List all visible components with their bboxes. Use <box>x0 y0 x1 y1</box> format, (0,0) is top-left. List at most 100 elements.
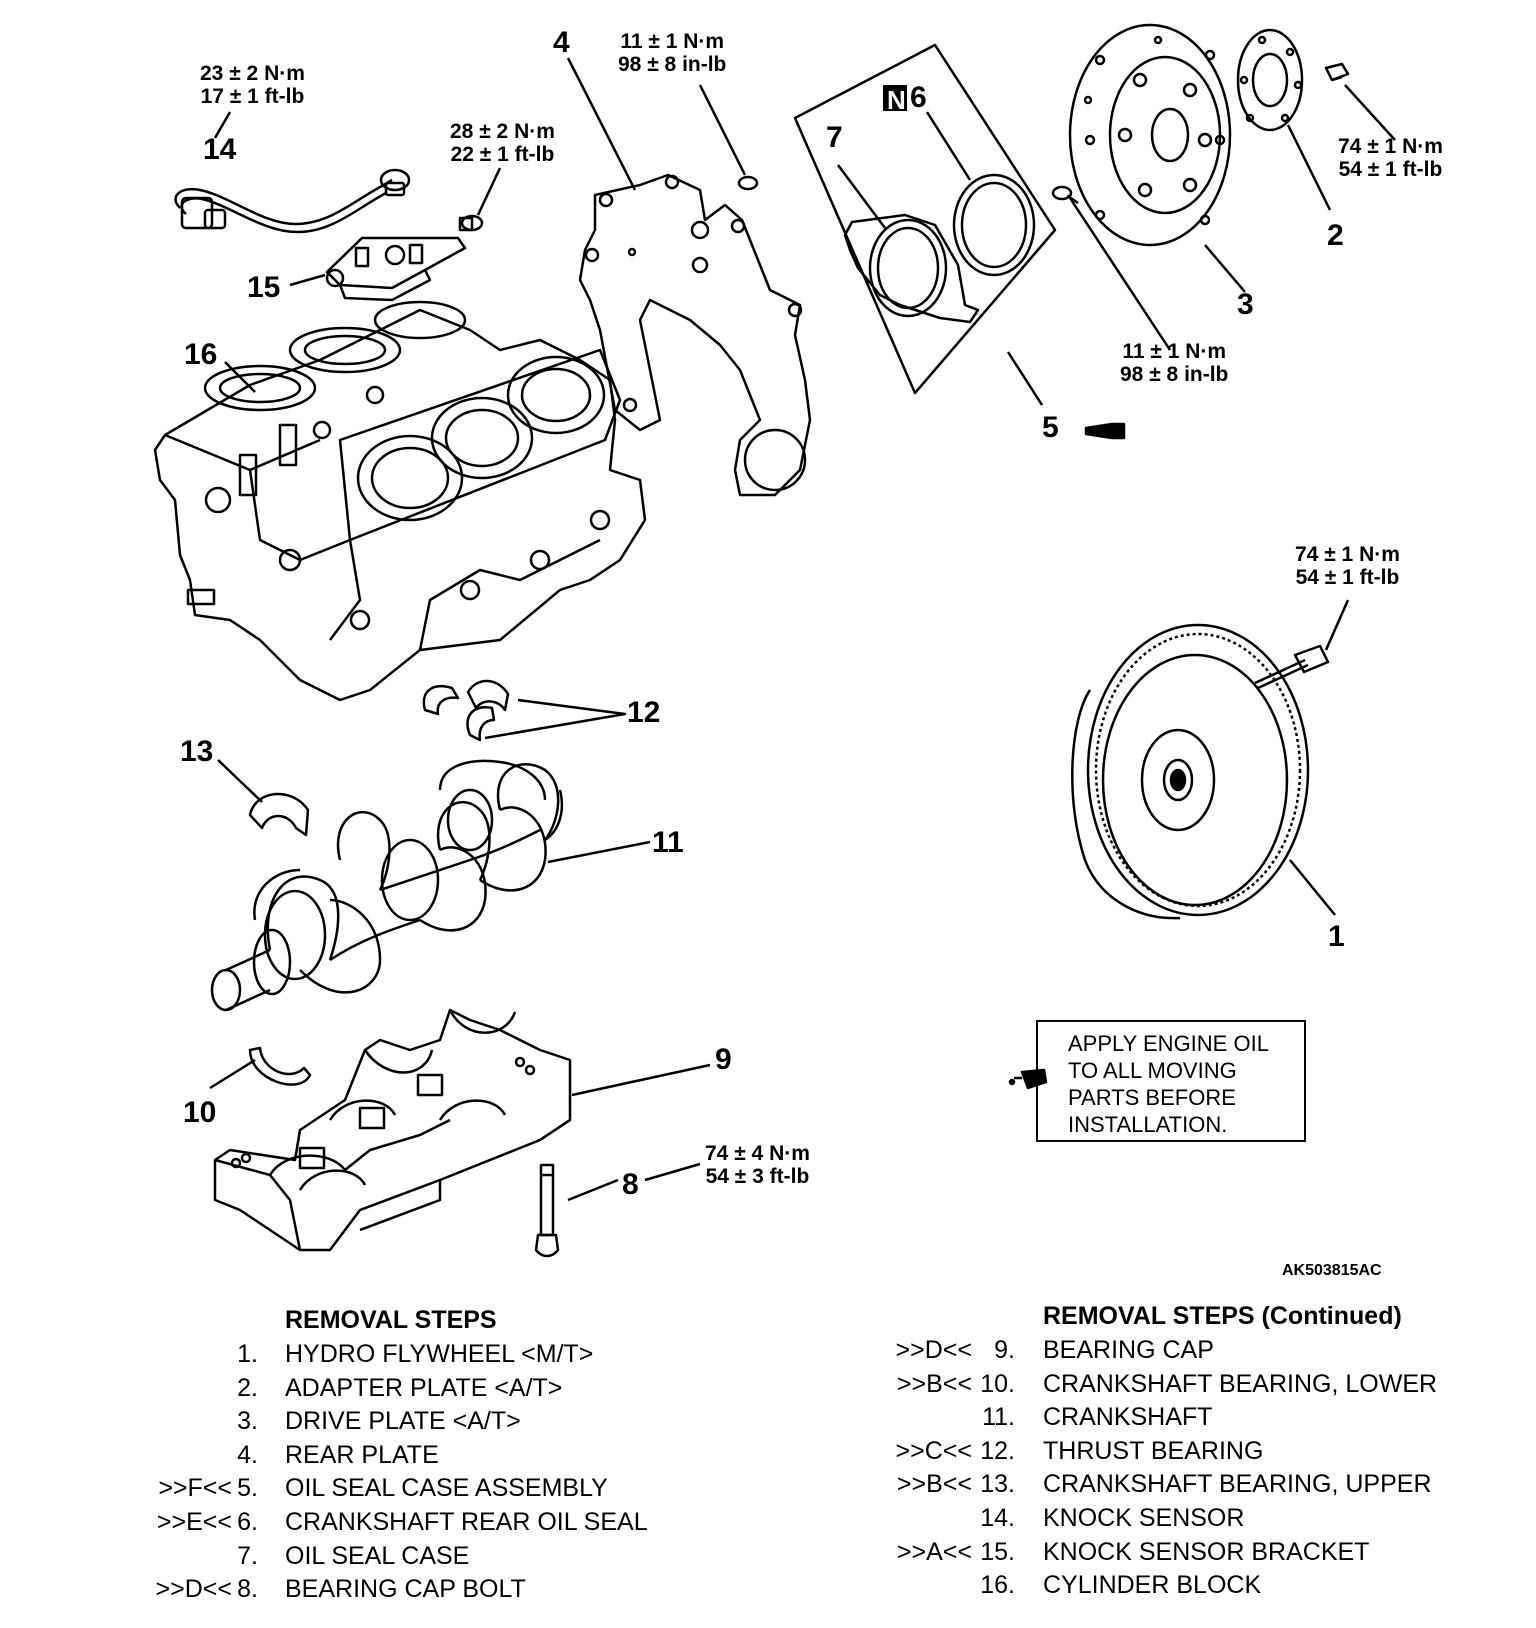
sealant-tube-icon <box>1084 422 1126 440</box>
leader-8 <box>567 1178 619 1202</box>
step-number: 2. <box>237 1373 258 1402</box>
cylinder-block-part <box>153 300 647 702</box>
step-number: 12. <box>980 1436 1015 1465</box>
step-number: 14. <box>980 1504 1015 1532</box>
step-number: 3. <box>237 1407 258 1436</box>
step-number: 1. <box>237 1340 258 1368</box>
step-procedure-ref: >>A<< <box>896 1537 972 1566</box>
leader-16 <box>224 361 256 393</box>
step-procedure-ref: >>C<< <box>895 1436 972 1465</box>
step-procedure-ref: >>D<< <box>155 1575 232 1604</box>
callout-9: 9 <box>715 1043 732 1076</box>
step-part-name: BEARING CAP BOLT <box>285 1575 526 1604</box>
adapter-plate-bolt <box>1324 62 1350 82</box>
step-number: 6. <box>237 1508 258 1536</box>
leader-12 <box>484 698 627 740</box>
bracket-bolt <box>458 214 484 232</box>
step-procedure-ref: >>D<< <box>895 1336 972 1364</box>
callout-15: 15 <box>247 271 281 304</box>
oil-can-icon <box>1008 1068 1048 1090</box>
leader-2-torque <box>1344 84 1396 141</box>
step-part-name: ADAPTER PLATE <A/T> <box>285 1373 563 1402</box>
drive-plate-part <box>1068 23 1232 247</box>
leader-4 <box>566 57 637 191</box>
step-part-name: BEARING CAP <box>1043 1336 1214 1364</box>
leader-15-torque <box>476 167 502 216</box>
adapter-plate-part <box>1236 28 1304 132</box>
step-procedure-ref: >>B<< <box>896 1470 972 1499</box>
flywheel-bolt <box>1254 644 1330 690</box>
bearing-cap-bolt-part <box>534 1163 560 1258</box>
step-number: 5. <box>237 1474 258 1503</box>
n-mark-box <box>883 85 907 111</box>
n-mark-label: N <box>887 85 906 115</box>
callout-3: 3 <box>1237 288 1254 321</box>
leader-8-torque <box>644 1162 701 1182</box>
step-part-name: OIL SEAL CASE <box>285 1541 470 1570</box>
callout-16: 16 <box>184 338 218 371</box>
step-part-name: CRANKSHAFT REAR OIL SEAL <box>285 1508 648 1536</box>
crankshaft-bearing-lower-part <box>248 1046 312 1086</box>
callout-5: 5 <box>1042 411 1059 444</box>
rear-plate-bolt <box>737 175 759 191</box>
leader-1 <box>1289 859 1336 916</box>
rear-plate-part <box>578 173 812 497</box>
step-number: 15. <box>980 1537 1015 1566</box>
leader-13 <box>217 759 263 803</box>
step-part-name: DRIVE PLATE <A/T> <box>285 1407 521 1436</box>
oil-seal-assembly-box <box>793 43 1057 395</box>
step-number: 8. <box>237 1575 258 1604</box>
step-part-name: KNOCK SENSOR BRACKET <box>1043 1537 1370 1566</box>
callout-2: 2 <box>1327 219 1344 252</box>
callout-13: 13 <box>180 735 214 768</box>
leader-5 <box>1006 351 1044 406</box>
bearing-cap-part <box>213 1008 572 1252</box>
callout-10: 10 <box>183 1096 217 1129</box>
callout-14: 14 <box>203 133 237 166</box>
leader-15 <box>289 273 326 287</box>
removal-steps-continued-heading: REMOVAL STEPS (Continued) <box>1043 1302 1402 1330</box>
step-procedure-ref: >>F<< <box>158 1474 232 1503</box>
callout-12: 12 <box>627 696 661 729</box>
step-part-name: CRANKSHAFT BEARING, UPPER <box>1043 1470 1432 1499</box>
step-part-name: OIL SEAL CASE ASSEMBLY <box>285 1474 608 1503</box>
step-part-name: THRUST BEARING <box>1043 1436 1264 1465</box>
step-part-name: CYLINDER BLOCK <box>1043 1571 1262 1600</box>
oil-seal-case-part <box>843 213 980 324</box>
callout-6: 6 <box>910 81 927 114</box>
crankshaft-part <box>210 759 564 1012</box>
step-number: 4. <box>237 1440 258 1469</box>
exploded-engine-diagram <box>153 23 1396 1258</box>
leader-7 <box>836 164 887 229</box>
leader-1-torque <box>1324 599 1350 651</box>
hydro-flywheel-part <box>1071 623 1310 920</box>
step-part-name: KNOCK SENSOR <box>1043 1504 1245 1532</box>
removal-steps-heading: REMOVAL STEPS <box>285 1306 497 1334</box>
leader-4-torque <box>698 84 747 176</box>
callout-7: 7 <box>826 121 843 154</box>
figure-id: AK503815AC <box>1282 1262 1382 1279</box>
step-part-name: REAR PLATE <box>285 1440 439 1469</box>
leader-3-torque <box>1066 194 1172 351</box>
step-procedure-ref: >>B<< <box>896 1369 972 1398</box>
crankshaft-rear-oil-seal-part <box>952 173 1036 277</box>
leader-11 <box>547 840 651 864</box>
thrust-bearing-part <box>422 679 510 742</box>
step-number: 11. <box>982 1403 1015 1432</box>
step-number: 9. <box>994 1336 1015 1364</box>
leader-14 <box>213 111 232 139</box>
callout-11: 11 <box>652 826 684 859</box>
step-number: 10. <box>980 1369 1015 1398</box>
step-part-name: CRANKSHAFT <box>1043 1403 1213 1432</box>
leader-9 <box>571 1063 711 1097</box>
step-part-name: HYDRO FLYWHEEL <M/T> <box>285 1340 594 1368</box>
leader-10 <box>209 1058 256 1090</box>
